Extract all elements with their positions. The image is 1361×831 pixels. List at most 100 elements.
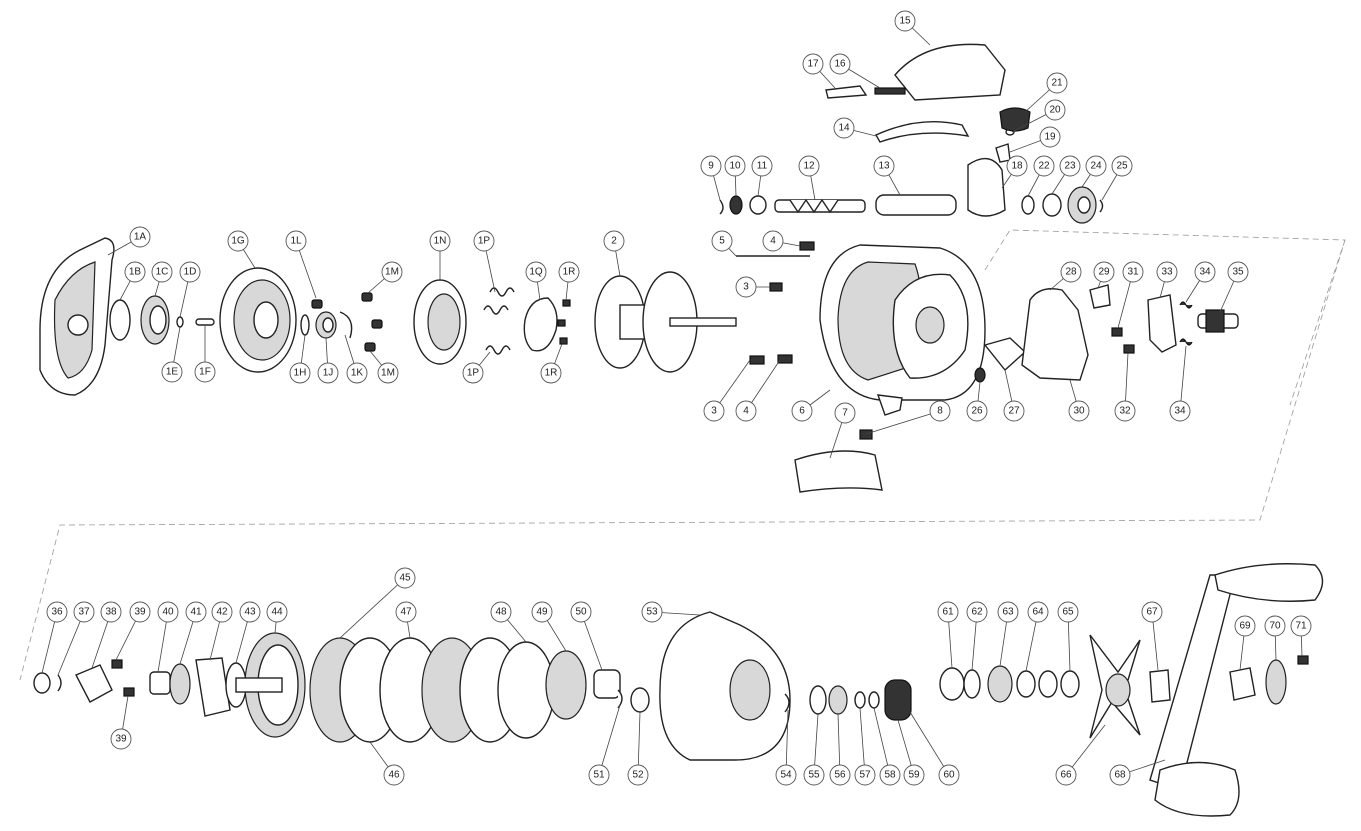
callout-label: 7 xyxy=(842,408,848,419)
part-handle-side-cover xyxy=(659,611,791,761)
callout-35: 35 xyxy=(1227,261,1249,283)
callout-36: 36 xyxy=(46,601,68,623)
callout-label: 69 xyxy=(1239,621,1251,632)
callout-59: 59 xyxy=(903,764,925,786)
leader-line-45 xyxy=(339,577,406,639)
callout-62: 62 xyxy=(966,601,988,623)
callout-label: 3 xyxy=(743,282,749,293)
part-bearing-56 xyxy=(828,685,848,715)
callout-label: 5 xyxy=(719,236,725,247)
callout-label: 20 xyxy=(1049,105,1061,116)
callout-31: 31 xyxy=(1122,261,1144,283)
callout-label: 43 xyxy=(244,607,256,618)
part-side-plate xyxy=(39,237,115,396)
callout-label: 37 xyxy=(78,607,90,618)
callout-13: 13 xyxy=(873,155,895,177)
callout-label: 1P xyxy=(478,236,491,247)
callout-label: 60 xyxy=(943,770,955,781)
leader-line-57 xyxy=(859,707,866,776)
callout-16: 16 xyxy=(829,53,851,75)
callout-label: 1L xyxy=(290,236,302,247)
part-thumb-bar xyxy=(794,450,883,493)
part-52 xyxy=(630,687,650,713)
part-63 xyxy=(987,665,1013,703)
callout-8: 8 xyxy=(929,400,951,422)
callout-7: 7 xyxy=(834,402,856,424)
part-32 xyxy=(1123,344,1135,354)
part-springs xyxy=(483,287,515,355)
callout-27: 27 xyxy=(1003,400,1025,422)
part-55 xyxy=(809,685,827,715)
leader-line-54 xyxy=(785,709,789,776)
callout-label: 24 xyxy=(1090,161,1102,172)
callout-57: 57 xyxy=(854,764,876,786)
callout-3: 3 xyxy=(735,276,757,298)
callout-69: 69 xyxy=(1234,615,1256,637)
part-pawl xyxy=(825,85,868,99)
callout-label: 63 xyxy=(1002,607,1014,618)
callout-1h: 1H xyxy=(289,362,311,384)
callout-68: 68 xyxy=(1109,764,1131,786)
callout-34: 34 xyxy=(1169,400,1191,422)
callout-label: 17 xyxy=(807,59,819,70)
part-59 xyxy=(884,679,912,721)
part-69-nut xyxy=(1229,667,1256,701)
callout-30: 30 xyxy=(1068,400,1090,422)
part-spool xyxy=(594,271,737,373)
callout-label: 1E xyxy=(166,367,179,378)
callout-1k: 1K xyxy=(346,362,368,384)
callout-label: 29 xyxy=(1098,267,1110,278)
callout-label: 13 xyxy=(878,161,890,172)
callout-label: 33 xyxy=(1161,267,1173,278)
part-frame-screws xyxy=(736,241,815,365)
part-handle xyxy=(1149,563,1324,817)
callout-label: 4 xyxy=(770,236,776,247)
leader-line-37 xyxy=(57,611,85,676)
part-41-gear xyxy=(169,663,191,705)
callout-1d: 1D xyxy=(179,261,201,283)
part-62 xyxy=(963,669,981,699)
callout-21: 21 xyxy=(1046,72,1068,94)
callout-label: 56 xyxy=(834,770,846,781)
part-star-drag-hub xyxy=(1105,673,1131,707)
part-clutch-plate xyxy=(1021,288,1089,381)
part-50 xyxy=(593,669,621,699)
part-57 xyxy=(854,691,866,709)
leader-line-52 xyxy=(637,711,641,776)
leader-line-51 xyxy=(598,704,621,776)
callout-label: 1R xyxy=(563,267,576,278)
callout-label: 18 xyxy=(1011,161,1023,172)
callout-60: 60 xyxy=(938,764,960,786)
callout-label: 30 xyxy=(1073,406,1085,417)
leader-line-60 xyxy=(909,711,950,776)
callout-label: 67 xyxy=(1146,607,1158,618)
part-pin xyxy=(195,318,215,326)
callout-1g: 1G xyxy=(227,230,249,252)
callout-65: 65 xyxy=(1057,601,1079,623)
callout-label: 41 xyxy=(190,607,202,618)
leader-line-34 xyxy=(1179,345,1187,412)
part-e-clip xyxy=(339,311,353,339)
callout-55: 55 xyxy=(803,764,825,786)
part-thumb-bar-screw xyxy=(859,429,873,440)
callout-label: 16 xyxy=(834,59,846,70)
callout-label: 58 xyxy=(884,770,896,781)
callout-label: 14 xyxy=(838,123,850,134)
callout-1m: 1M xyxy=(381,261,403,283)
callout-label: 39 xyxy=(134,607,146,618)
callout-label: 64 xyxy=(1032,607,1044,618)
callout-2: 2 xyxy=(603,230,625,252)
callout-67: 67 xyxy=(1141,601,1163,623)
callout-1q: 1Q xyxy=(525,261,547,283)
part-29 xyxy=(1089,284,1111,309)
callout-66: 66 xyxy=(1055,764,1077,786)
part-clip-ring xyxy=(300,314,310,336)
part-drag-washers xyxy=(309,637,587,743)
part-brake-cover xyxy=(219,267,297,373)
callout-14: 14 xyxy=(833,117,855,139)
part-cast-control-housing xyxy=(967,157,1006,217)
callout-label: 4 xyxy=(743,406,749,417)
callout-label: 54 xyxy=(780,770,792,781)
part-42 xyxy=(195,657,231,717)
callout-label: 71 xyxy=(1295,621,1307,632)
